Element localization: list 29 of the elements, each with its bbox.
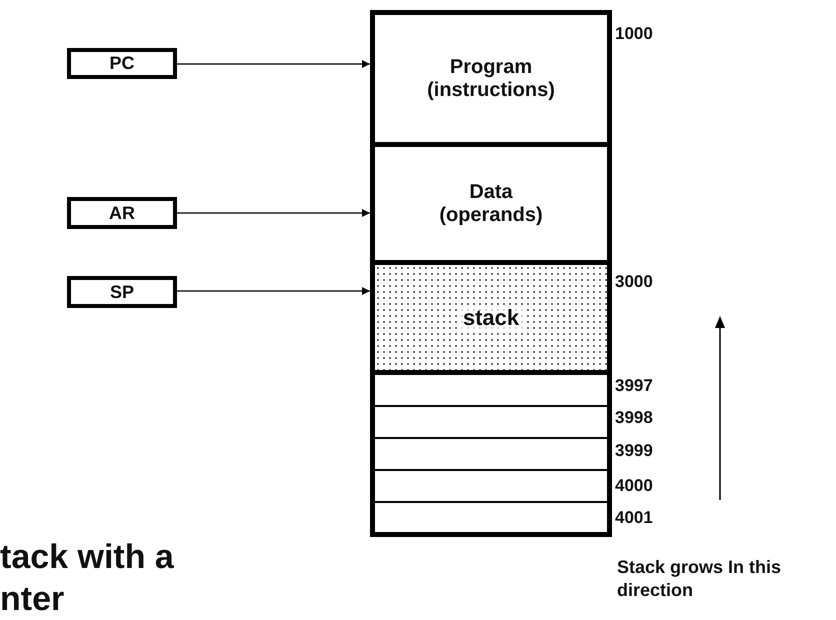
arrow: [177, 209, 370, 217]
address-label: 3997: [615, 376, 653, 396]
arrow: [177, 287, 370, 295]
arrow: [177, 60, 370, 68]
memory-cell: [370, 471, 612, 503]
node-label: AR: [108, 202, 136, 224]
memory-cell: [370, 503, 612, 537]
register-box: [67, 48, 177, 79]
node-label: SP: [108, 282, 135, 302]
stack-segment: [370, 265, 612, 375]
address-label: 4001: [615, 508, 653, 528]
node-label: Data (operands): [438, 180, 544, 226]
address-label: 3000: [615, 272, 653, 292]
memory-cell: [370, 375, 612, 407]
register-box: [67, 197, 177, 229]
direction-note: Stack grows In this direction: [617, 556, 782, 602]
node-label: PC: [108, 53, 136, 74]
address-label: 1000: [615, 24, 653, 44]
memory-cell: [370, 407, 612, 439]
address-label: 3998: [615, 408, 653, 428]
register-box: [67, 276, 177, 308]
address-label: 3999: [615, 441, 653, 461]
memory-segment: [370, 10, 612, 147]
address-label: 4000: [615, 476, 653, 496]
memory-cell: [370, 439, 612, 471]
node-label: Program (instructions): [426, 56, 556, 102]
caption-fragment: nter: [0, 580, 64, 619]
memory-segment: [370, 147, 612, 265]
caption-fragment: tack with a: [0, 538, 174, 577]
